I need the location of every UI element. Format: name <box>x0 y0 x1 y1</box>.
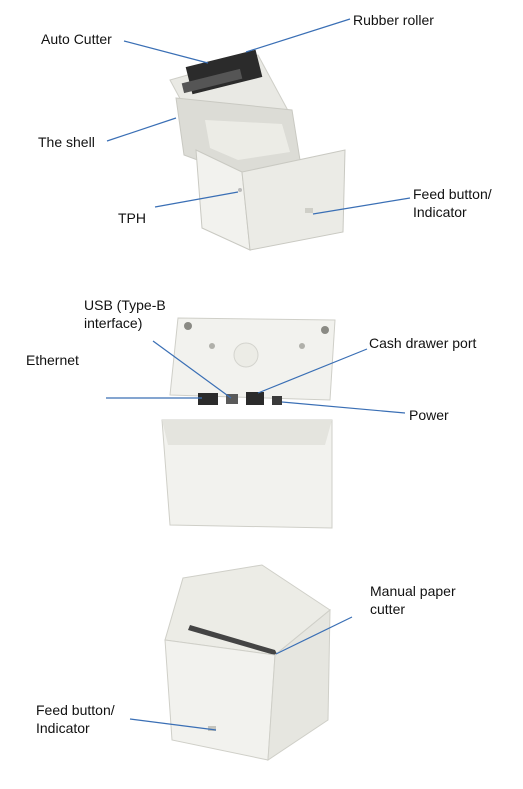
tph <box>238 188 242 192</box>
label-usb-1: USB (Type-B <box>84 297 166 313</box>
label-cash-drawer: Cash drawer port <box>369 335 477 351</box>
ethernet-port <box>198 393 218 405</box>
manual-paper-cutter <box>188 625 278 656</box>
printer-front-face <box>164 639 276 761</box>
power-port <box>272 396 282 405</box>
label-feed-button-bottom-2: Indicator <box>36 720 90 736</box>
label-usb-2: interface) <box>84 315 143 331</box>
printer-right-face <box>267 608 331 761</box>
leader-usb <box>152 340 232 399</box>
leader-power <box>281 401 406 414</box>
printer-body-side <box>241 149 346 251</box>
label-feed-button-bottom-1: Feed button/ <box>36 702 115 718</box>
label-feed-button-top-2: Indicator <box>413 204 467 220</box>
label-tph: TPH <box>118 210 146 226</box>
label-manual-cutter-2: cutter <box>370 601 406 617</box>
label-auto-cutter: Auto Cutter <box>41 31 112 47</box>
printer-closed-bottom <box>164 564 331 761</box>
cash-drawer-port <box>246 392 264 405</box>
leader-tph <box>154 191 239 208</box>
leader-auto-cutter <box>123 40 209 64</box>
leader-rubber-roller <box>245 18 351 53</box>
leader-lines <box>106 18 411 731</box>
leader-manual-cutter <box>275 616 353 655</box>
leader-feed-button-bottom <box>129 718 217 731</box>
printer-rear-middle <box>161 317 336 529</box>
label-power: Power <box>409 407 449 423</box>
usb-port <box>226 394 238 404</box>
label-manual-cutter-1: Manual paper <box>370 583 456 599</box>
label-rubber-roller: Rubber roller <box>353 12 434 28</box>
label-ethernet: Ethernet <box>26 352 79 368</box>
leader-feed-button-top <box>312 197 411 215</box>
feed-button-bottom <box>208 726 216 731</box>
auto-cutter-block <box>181 68 243 94</box>
label-shell: The shell <box>38 134 95 150</box>
label-feed-button-top-1: Feed button/ <box>413 186 492 202</box>
printer-open-top <box>169 49 346 251</box>
leader-shell <box>106 117 177 142</box>
leader-cash-drawer <box>257 348 368 394</box>
feed-button <box>305 208 313 213</box>
